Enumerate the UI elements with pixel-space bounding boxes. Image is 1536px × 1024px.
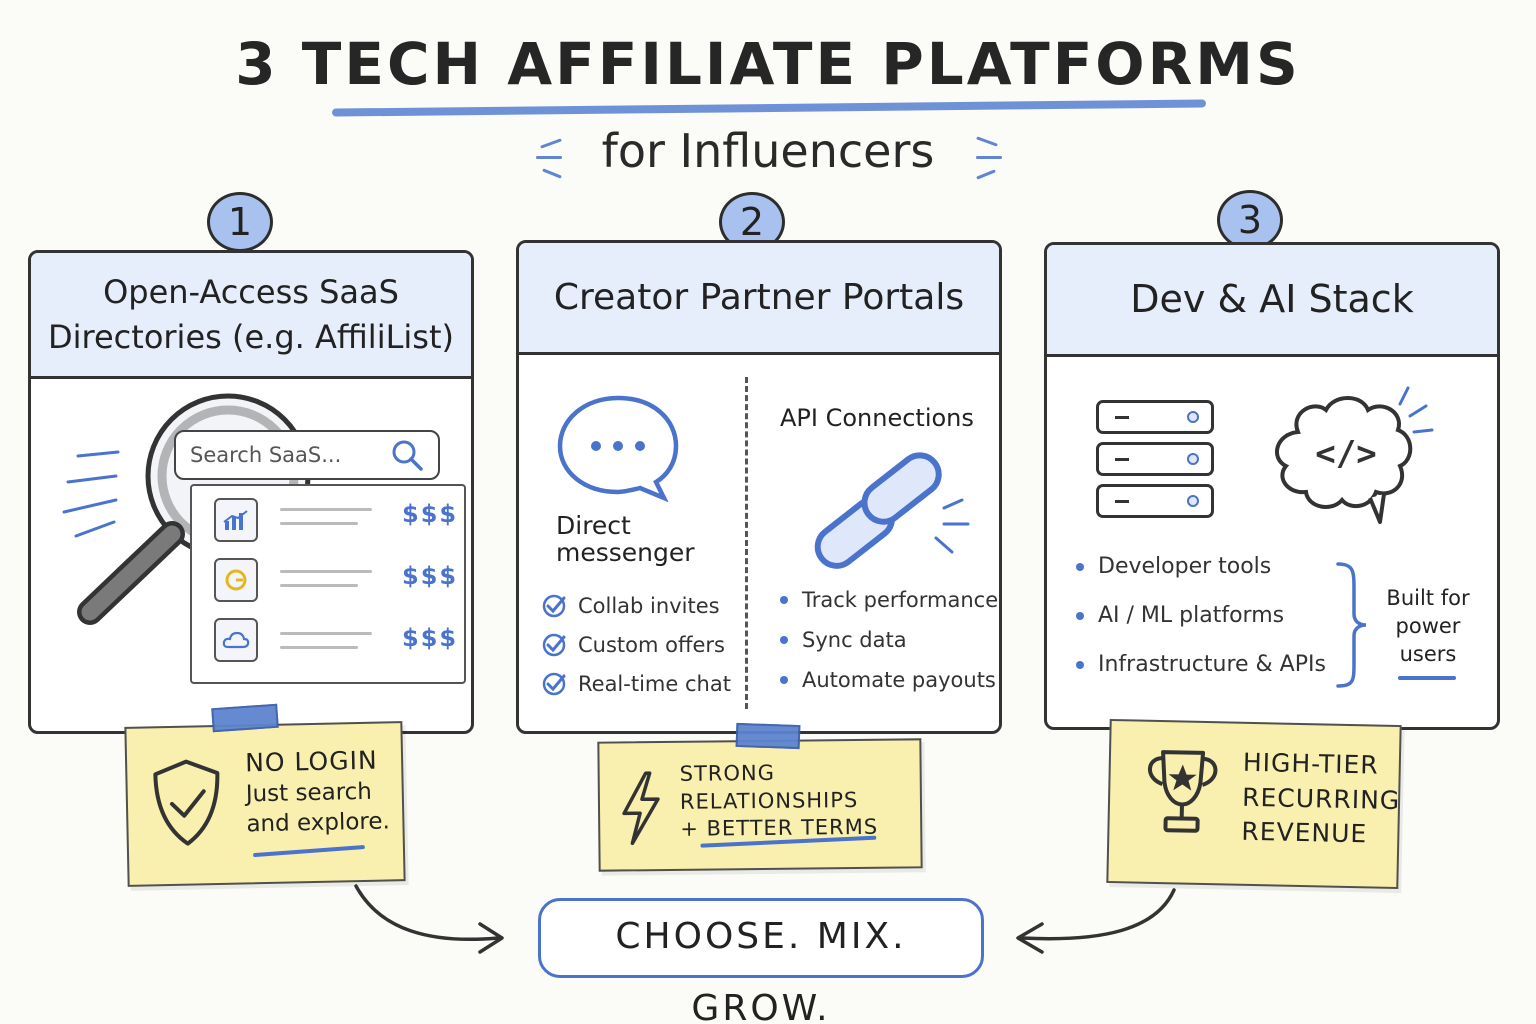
list-item-label: Custom offers	[578, 632, 725, 657]
api-feature-list: Track performance Sync data Automate pay…	[780, 580, 998, 700]
tape-1	[211, 703, 279, 733]
panel-2-divider	[745, 377, 748, 709]
list-item-label: Real-time chat	[578, 671, 731, 696]
shield-check-icon	[153, 759, 220, 846]
panel-3-header: Dev & AI Stack	[1047, 245, 1497, 357]
title-underline	[331, 99, 1207, 117]
panel-1-title-line2: Directories (e.g. AffiliList)	[48, 317, 454, 356]
trophy-icon	[1147, 750, 1218, 833]
cta-banner: Choose. Mix. Grow.	[538, 898, 984, 1024]
note-1-line3: and explore.	[246, 808, 391, 838]
panel-2-header: Creator Partner Portals	[519, 243, 999, 355]
list-item: Infrastructure & APIs	[1076, 640, 1326, 689]
brace-label-underline	[1398, 676, 1456, 680]
result-price-3: $$$	[402, 624, 459, 652]
check-circle-icon	[542, 594, 566, 617]
list-item-label: Collab invites	[578, 593, 720, 618]
list-item: Track performance	[780, 580, 998, 620]
note-1-underline	[252, 844, 365, 858]
server-icon	[1096, 400, 1220, 524]
list-item: Real-time chat	[542, 664, 731, 703]
note-3-line1: High-Tier	[1242, 747, 1380, 780]
arrow-right-to-cta	[1016, 888, 1176, 954]
cloud-icon	[214, 618, 258, 662]
list-item-label: Sync data	[802, 628, 907, 652]
list-item-label: AI / ML platforms	[1098, 603, 1285, 628]
note-1-line2: Just search	[245, 778, 373, 808]
dev-stack-list: Developer tools AI / ML platforms Infras…	[1076, 542, 1326, 689]
check-circle-icon	[542, 672, 566, 695]
list-item-label: Automate payouts	[802, 668, 996, 692]
search-icon[interactable]	[390, 438, 424, 472]
search-placeholder: Search SaaS...	[190, 443, 342, 467]
panel-1-title-line1: Open-Access SaaS	[103, 273, 399, 312]
check-circle-icon	[542, 633, 566, 656]
result-price-1: $$$	[402, 500, 459, 528]
note-1-heading: No Login	[244, 745, 378, 778]
list-item: Collab invites	[542, 586, 731, 625]
badge-1: 1	[207, 192, 273, 252]
note-3-line3: Revenue	[1241, 816, 1368, 849]
lightning-icon	[622, 771, 660, 846]
result-price-2: $$$	[402, 562, 459, 590]
chain-link-icon	[814, 452, 970, 569]
brain-code-icon	[1275, 386, 1434, 524]
brace-label-line1: Built for	[1386, 586, 1470, 610]
note-2-line1: Strong Relationships	[679, 760, 859, 814]
chat-bubble-icon	[557, 395, 679, 502]
brace-label-line2: power	[1395, 614, 1461, 639]
brace-icon	[1336, 562, 1367, 688]
badge-3: 3	[1217, 190, 1283, 250]
list-item-label: Track performance	[802, 588, 999, 612]
list-item: Developer tools	[1076, 542, 1326, 591]
note-3-line2: Recurring	[1241, 782, 1401, 815]
panel-3-title: Dev & AI Stack	[1130, 277, 1414, 322]
list-item: Custom offers	[542, 625, 731, 664]
list-item: Automate payouts	[780, 660, 998, 700]
messenger-feature-list: Collab invites Custom offers Real-time c…	[542, 586, 731, 703]
list-item: Sync data	[780, 620, 998, 660]
note-high-tier: High-Tier Recurring Revenue	[1106, 718, 1402, 890]
note-strong-relationships: Strong Relationships + Better Terms	[597, 738, 923, 872]
power-icon	[214, 558, 258, 602]
panel-2-title: Creator Partner Portals	[553, 276, 965, 318]
direct-messenger-line2: messenger	[556, 538, 695, 567]
chart-icon	[214, 498, 258, 542]
brace-label-line3: users	[1399, 642, 1457, 667]
arrow-left-to-cta	[354, 884, 504, 954]
search-input[interactable]: Search SaaS...	[174, 430, 440, 480]
list-item-label: Infrastructure & APIs	[1098, 652, 1326, 677]
tape-2	[735, 722, 801, 750]
list-item: AI / ML platforms	[1076, 591, 1326, 640]
api-connections-label: API Connections	[780, 404, 974, 432]
results-list: $$$ $$$ $$$	[190, 484, 466, 684]
note-no-login: No Login Just search and explore.	[124, 721, 406, 887]
list-item-label: Developer tools	[1098, 554, 1272, 579]
direct-messenger-line1: Direct	[556, 511, 631, 540]
page-subtitle: for Influencers	[601, 124, 935, 178]
page-title: 3 Tech Affiliate Platforms	[235, 30, 1301, 98]
panel-1-header: Open-Access SaaS Directories (e.g. Affil…	[31, 253, 471, 379]
code-glyph: </>	[1315, 434, 1377, 474]
